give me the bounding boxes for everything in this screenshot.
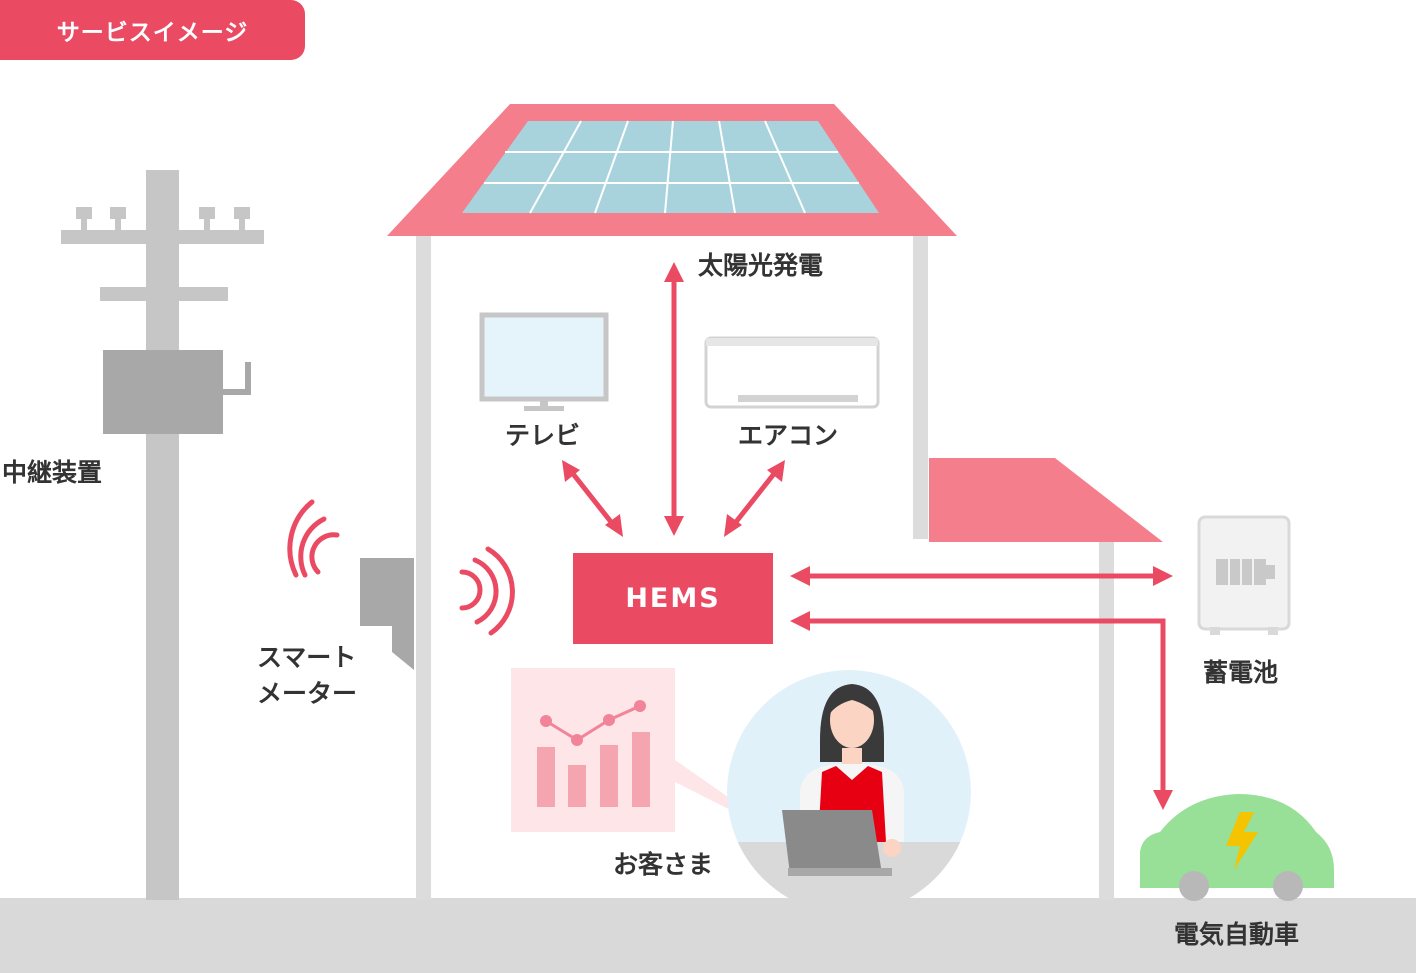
signal-waves-left (287, 499, 340, 578)
battery-icon (1197, 515, 1291, 635)
relay-device (103, 350, 251, 434)
aircon-icon (704, 336, 880, 409)
tv-icon (479, 312, 609, 411)
hems-box (573, 553, 773, 644)
ground (0, 898, 1416, 973)
solar-panel (462, 120, 879, 214)
relay-label: 中継装置 (2, 458, 103, 487)
smart-meter-label: スマート メーター (257, 643, 358, 709)
service-image-badge: サービスイメージ (0, 0, 305, 60)
customer-label: お客さま (613, 850, 714, 879)
smart-meter-icon (360, 558, 414, 670)
customer-illustration (727, 670, 971, 914)
solar-label: 太陽光発電 (698, 251, 824, 280)
signal-waves-right (459, 546, 515, 636)
utility-pole (61, 170, 264, 900)
badge-label: サービスイメージ (56, 20, 249, 46)
tv-label: テレビ (505, 421, 581, 450)
arrows (562, 262, 1173, 810)
ev-icon (1140, 794, 1334, 901)
ev-label: 電気自動車 (1174, 920, 1300, 949)
hems-label: HEMS (625, 583, 721, 614)
battery-label: 蓄電池 (1203, 658, 1279, 687)
aircon-label: エアコン (738, 421, 839, 450)
